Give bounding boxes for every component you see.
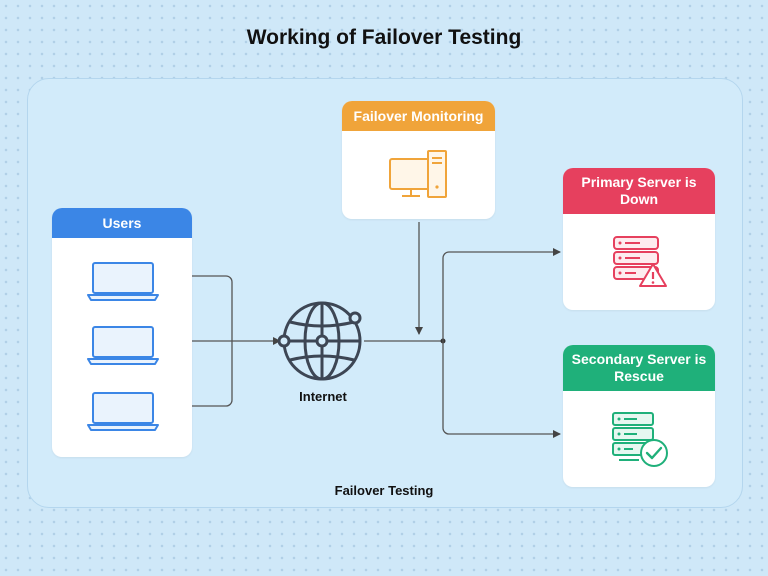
failover-testing-label: Failover Testing (334, 483, 434, 498)
server-warning-icon (613, 236, 667, 287)
users-header: Users (52, 208, 192, 238)
connector-to-primary (442, 248, 561, 341)
internet-label: Internet (299, 389, 347, 404)
secondary-server-header: Secondary Server is Rescue (563, 345, 715, 391)
globe-icon (278, 301, 362, 381)
server-check-icon (612, 412, 668, 467)
laptop-icon (87, 262, 159, 301)
primary-server-header: Primary Server is Down (563, 168, 715, 214)
desktop-computer-icon (389, 150, 447, 198)
laptop-icon (87, 326, 159, 365)
connector-to-secondary (442, 341, 561, 438)
laptop-icon (87, 392, 159, 431)
failover-monitoring-header: Failover Monitoring (342, 101, 495, 131)
diagram-title: Working of Failover Testing (246, 26, 522, 49)
